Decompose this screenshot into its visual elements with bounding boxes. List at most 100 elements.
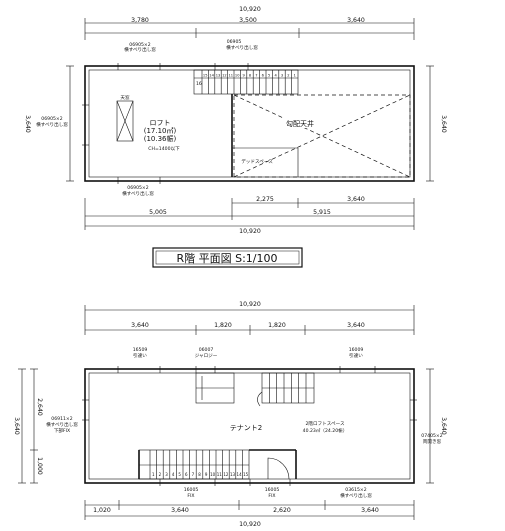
floor-dim-left-bottom: 1,000 <box>36 457 43 475</box>
stair-step-number: 11 <box>229 74 234 78</box>
skylight: 天窓 <box>116 94 134 142</box>
floor-plan: 10,920 3,640 1,820 1,820 3,640 16509 引違い… <box>13 301 447 528</box>
sloped-ceiling-area: 勾配天井 <box>233 94 411 178</box>
floor-fix-2-code: 16005 <box>265 487 280 493</box>
roof-dim-total: 10,920 <box>239 6 261 13</box>
floor-window-right-type: 両開き窓 <box>423 438 442 445</box>
floor-dim-bottom-a: 1,020 <box>93 507 111 514</box>
floor-outer-wall <box>84 368 415 484</box>
roof-window-top-mid-type: 横すべり出し窓 <box>226 44 258 51</box>
floor-window-left-code: 06911×2 <box>51 416 72 422</box>
floor-upper-stair <box>195 372 235 404</box>
floor-dim-bottom-total: 10,920 <box>239 521 261 528</box>
floor-bottom-dimensions: 1,020 3,640 2,620 3,640 10,920 <box>84 500 415 528</box>
floor-window-left-type: 横すべり出し窓 <box>46 421 78 428</box>
roof-bottom-dimensions: 2,275 3,640 5,005 5,915 10,920 <box>84 196 415 235</box>
roof-dim-bottom-total: 10,920 <box>239 228 261 235</box>
stair-step-number: 9 <box>205 472 208 477</box>
floor-dim-bottom-b: 3,640 <box>171 507 189 514</box>
floor-top-dimensions: 10,920 3,640 1,820 1,820 3,640 <box>84 301 415 335</box>
roof-window-top-left-code: 06905×2 <box>129 42 150 48</box>
stair-step-number: 6 <box>262 74 265 78</box>
floor-right-stair <box>257 372 315 407</box>
loft-space-label: 2階ロフトスペース <box>305 420 345 427</box>
floor-fix-1-type: FIX <box>187 493 194 499</box>
floor-window-1-code: 16509 <box>133 347 148 353</box>
stair-step-number: 4 <box>274 74 277 78</box>
loft-ceiling-height: CH=1400以下 <box>148 146 180 152</box>
stair-step-number: 2 <box>287 74 289 78</box>
roof-dim-bottom-a: 2,275 <box>256 196 274 203</box>
stair-step-number: 10 <box>235 74 240 78</box>
roof-dim-left: 3,780 <box>131 17 149 24</box>
loft-area-sqm: (17.10㎡) <box>144 127 177 135</box>
stair-step-number: 3 <box>281 74 283 78</box>
floor-window-2-type: ジャロジー <box>195 353 218 359</box>
floor-left-dimensions: 3,640 2,640 1,000 <box>13 368 43 484</box>
floor-dim-a: 3,640 <box>131 322 149 329</box>
floor-window-left-fix: 下部FIX <box>54 427 70 434</box>
loft-area-tsubo: (10.36帪) <box>144 134 177 143</box>
floor-dim-d: 3,640 <box>347 322 365 329</box>
stair-step-number: 6 <box>185 472 188 477</box>
floor-window-3-code: 16009 <box>349 347 364 353</box>
roof-window-bottom-code: 06905×2 <box>127 185 148 191</box>
floor-window-br-type: 横すべり出し窓 <box>340 492 372 499</box>
stair-step-number: 14 <box>237 472 243 477</box>
roof-dim-right: 3,640 <box>347 17 365 24</box>
floor-fix-2-type: FIX <box>268 493 275 499</box>
roof-window-left-code: 06905×2 <box>41 116 62 122</box>
stair-step-number: 5 <box>268 74 270 78</box>
stair-step-number: 1 <box>294 74 296 78</box>
roof-window-left-type: 横すべり出し窓 <box>36 121 68 128</box>
drawing-title: R階 平面図 S:1/100 <box>152 247 303 268</box>
roof-dim-bottom-right: 5,915 <box>313 209 331 216</box>
stair-step-number: 12 <box>222 74 227 78</box>
floor-fix-1-code: 16005 <box>184 487 199 493</box>
floor-dim-b: 1,820 <box>214 322 232 329</box>
floor-window-br-code: 03615×2 <box>345 487 366 493</box>
stair-step-number: 7 <box>192 472 195 477</box>
loft-label: ロフト <box>150 119 171 127</box>
dead-space-label: デッドスペース <box>241 158 273 165</box>
roof-dim-left-side: 3,640 <box>24 115 31 133</box>
floor-window-right-code: 07405×2 <box>421 433 442 439</box>
stair-step-number: 8 <box>198 472 201 477</box>
floor-window-2-code: 06007 <box>199 347 214 353</box>
stair-step-number: 9 <box>242 74 245 78</box>
loft-space-area: 40.23㎡（24.20帪） <box>303 427 348 434</box>
floor-dim-total: 10,920 <box>239 301 261 308</box>
stair-step-number: 15 <box>203 74 208 78</box>
ceiling-label: 勾配天井 <box>286 119 314 128</box>
stair-step-number: 10 <box>210 472 216 477</box>
skylight-label: 天窓 <box>120 94 130 101</box>
roof-dim-bottom-left: 5,005 <box>149 209 167 216</box>
tenant-label: テナント2 <box>230 424 262 432</box>
roof-stair-label-16: 16 <box>196 81 202 87</box>
floor-dim-bottom-c: 2,620 <box>273 507 291 514</box>
stair-step-number: 13 <box>230 472 236 477</box>
stair-step-number: 3 <box>165 472 168 477</box>
roof-window-top-mid-code: 06905 <box>227 39 242 45</box>
floor-dim-left-total: 3,640 <box>13 417 20 435</box>
roof-top-dimensions: 10,920 3,780 3,500 3,640 <box>84 6 415 40</box>
stair-step-number: 12 <box>223 472 229 477</box>
roof-dim-middle: 3,500 <box>239 17 257 24</box>
stair-step-number: 7 <box>255 74 257 78</box>
floor-dim-left-top: 2,640 <box>36 398 43 416</box>
stair-step-number: 2 <box>159 472 162 477</box>
stair-step-number: 13 <box>216 74 221 78</box>
roof-window-top-left-type: 横すべり出し窓 <box>124 46 156 53</box>
floor-window-3-type: 引違い <box>349 352 363 359</box>
floor-window-1-type: 引違い <box>133 352 147 359</box>
stair-step-number: 8 <box>249 74 252 78</box>
floor-dim-c: 1,820 <box>268 322 286 329</box>
stair-step-number: 15 <box>243 472 249 477</box>
floor-dim-right: 3,640 <box>440 417 447 435</box>
roof-dim-right-side: 3,640 <box>440 115 447 133</box>
stair-step-number: 11 <box>217 472 223 477</box>
roof-plan: 10,920 3,780 3,500 3,640 06905×2 横すべり出し窓… <box>24 6 447 235</box>
